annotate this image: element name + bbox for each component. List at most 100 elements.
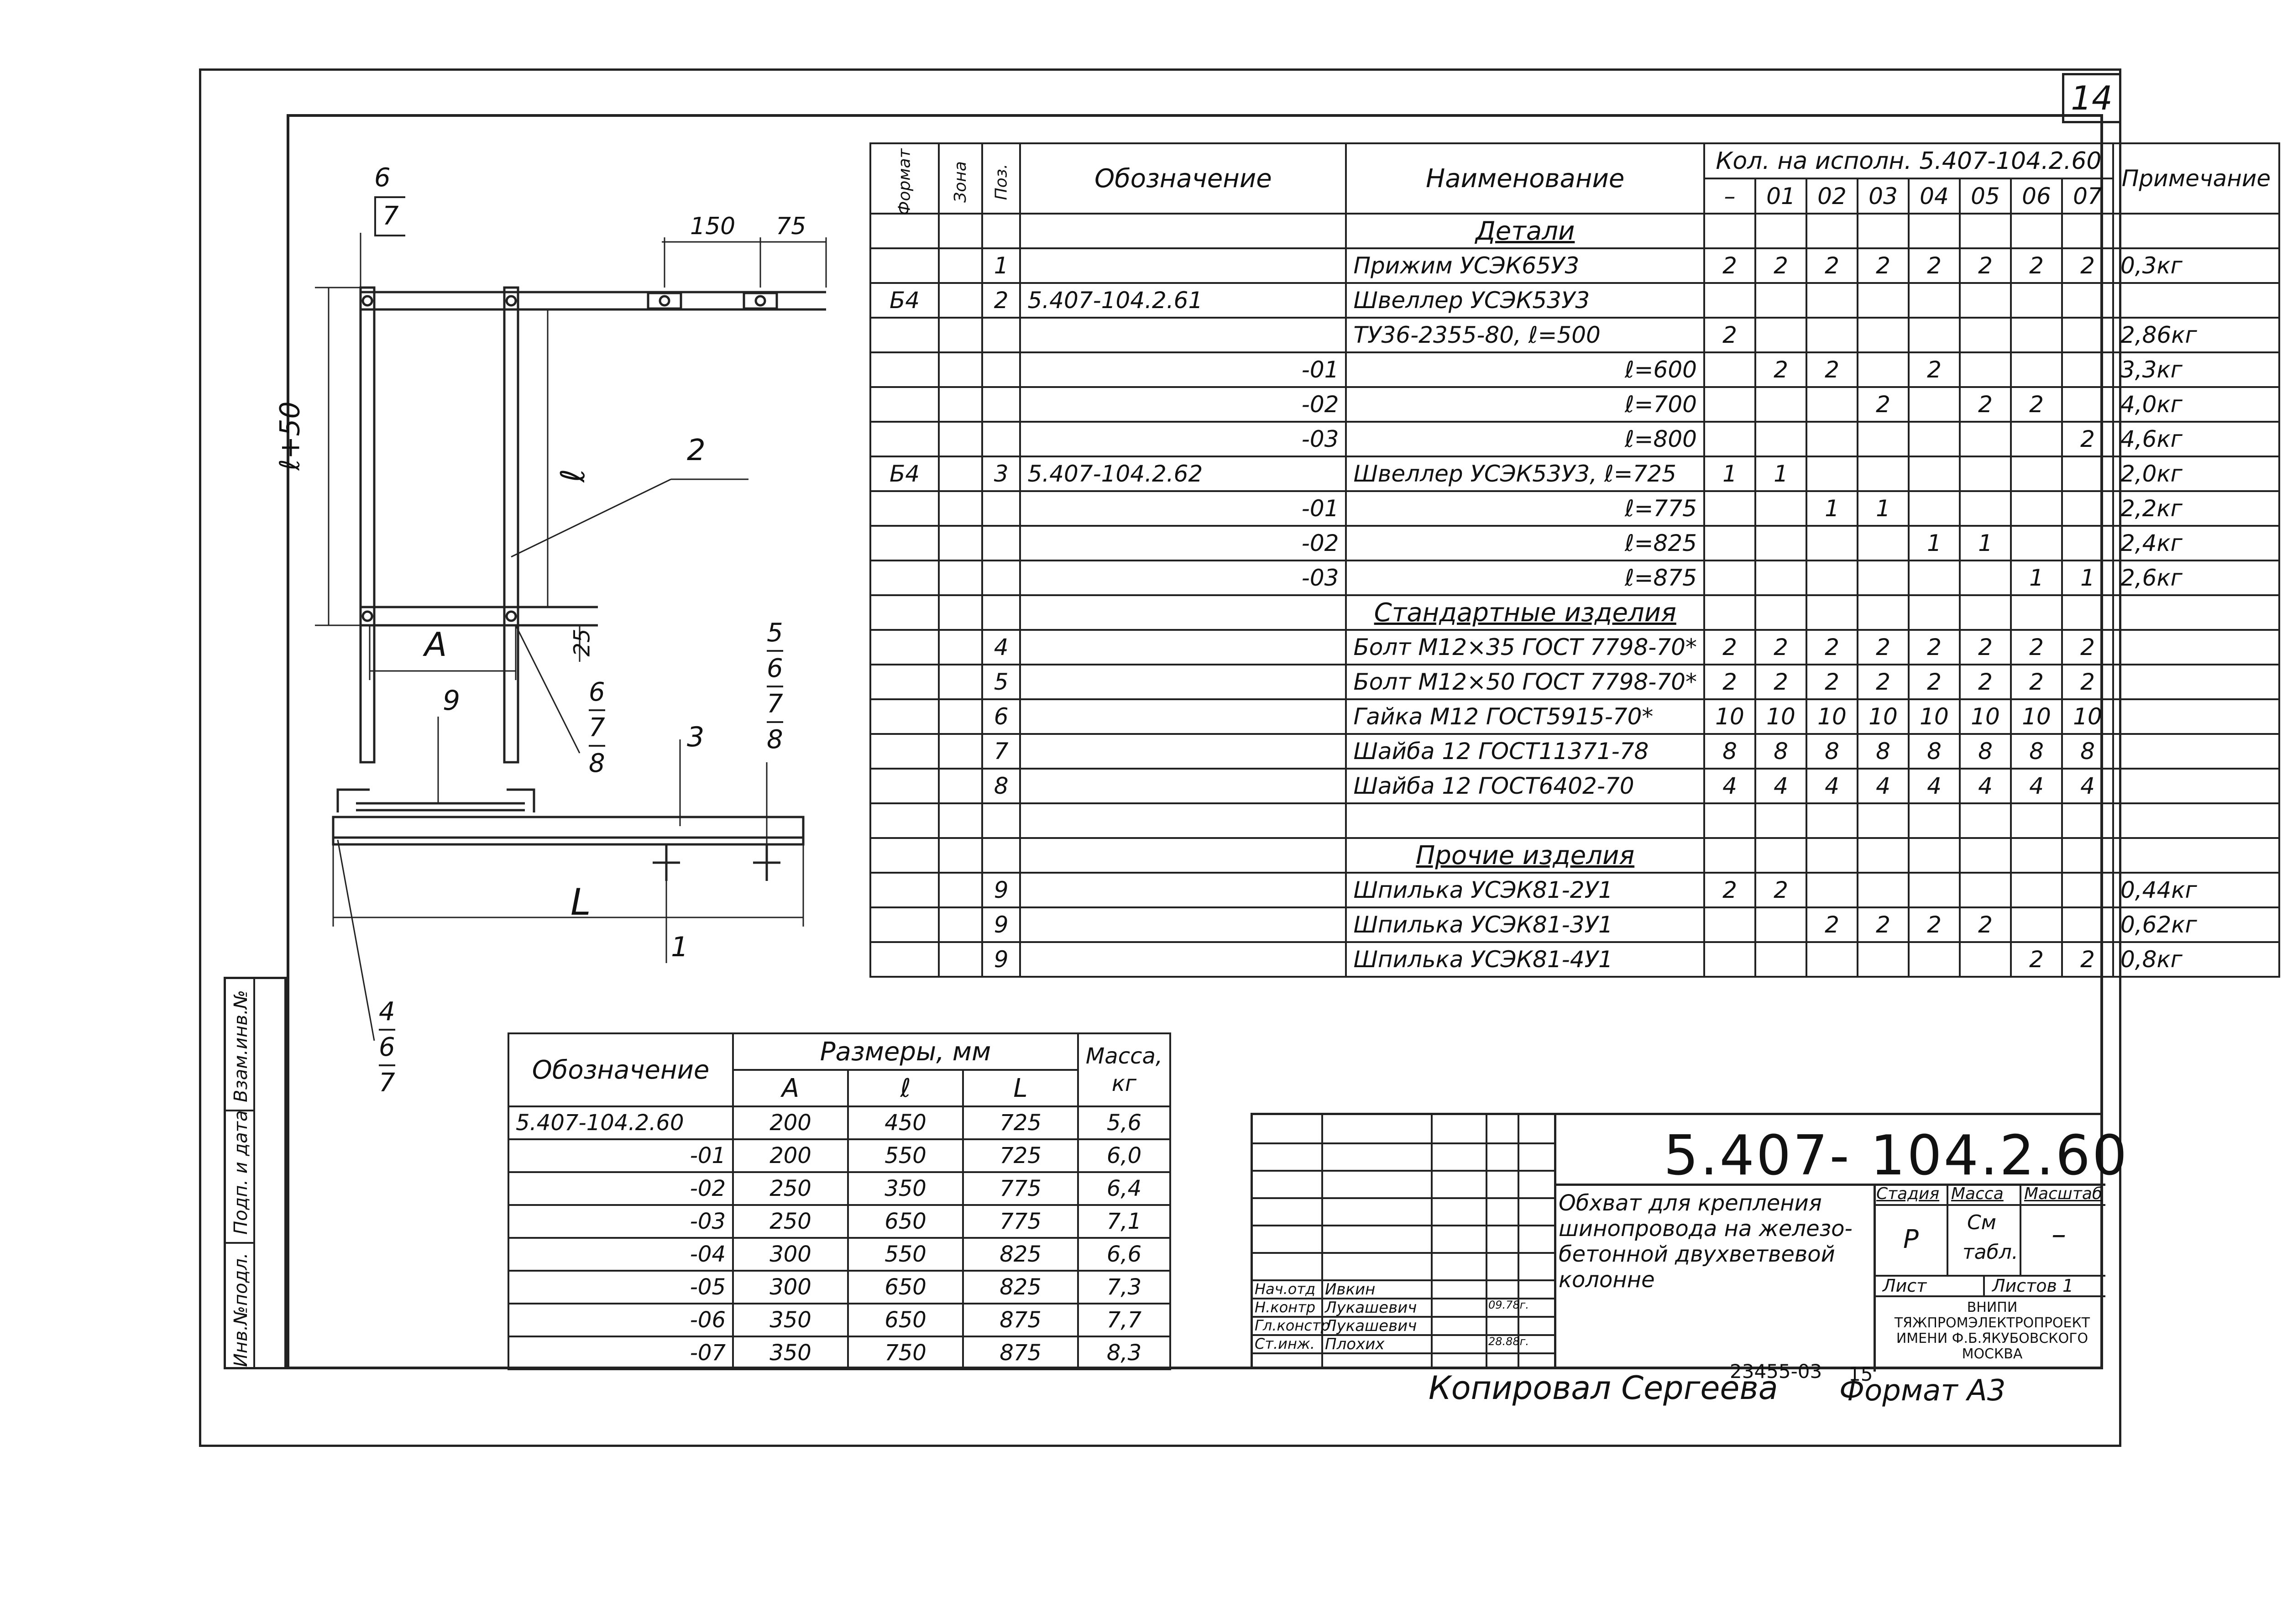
- signature-role: Нач.отд: [1255, 1280, 1316, 1298]
- qty-cell: 10: [1856, 698, 1910, 735]
- qty-cell: [1805, 282, 1858, 319]
- format-cell: [869, 525, 940, 561]
- zone-cell: [938, 698, 983, 735]
- dims-cell-l: 825: [962, 1237, 1079, 1272]
- zone-cell: [938, 906, 983, 943]
- signature-name: Плохих: [1325, 1335, 1385, 1353]
- zone-cell: [938, 872, 983, 908]
- signature-role: Ст.инж.: [1255, 1335, 1315, 1352]
- qty-cell: 4: [1958, 768, 2012, 804]
- clamp-plate-1: [647, 292, 682, 310]
- qty-cell: [1856, 941, 1910, 978]
- designation-cell: [1019, 317, 1347, 353]
- format-cell: [869, 941, 940, 978]
- qty-cell: 2: [1703, 872, 1756, 908]
- qty-cell: [2061, 386, 2114, 423]
- title-block: 5.407- 104.2.60 Обхват для крепления шин…: [1251, 1113, 2127, 1372]
- note-cell: 0,8кг: [2112, 941, 2280, 978]
- qty-cell: 2: [1754, 872, 1807, 908]
- pos-cell: 4: [981, 629, 1021, 665]
- zone-cell: [938, 560, 983, 596]
- col-pos: Поз.: [981, 142, 1021, 215]
- mass-label: Масса: [1951, 1184, 2004, 1203]
- scale-value: –: [2052, 1218, 2066, 1252]
- qty-cell: [1805, 941, 1858, 978]
- note-cell: [2112, 768, 2280, 804]
- qty-cell: [1856, 282, 1910, 319]
- qty-cell: [1958, 351, 2012, 388]
- note-cell: 2,0кг: [2112, 456, 2280, 492]
- zone-cell: [938, 421, 983, 457]
- designation-cell: -02: [1019, 525, 1347, 561]
- copied-by: Копировал Сергеева: [1429, 1369, 1778, 1407]
- qty-cell: 2: [1805, 629, 1858, 665]
- qty-cell: [1958, 872, 2012, 908]
- dims-col-mass: Масса, кг: [1077, 1032, 1171, 1107]
- qty-cell: [1856, 872, 1910, 908]
- pos-cell: 2: [981, 282, 1021, 319]
- dims-cell-l: 450: [847, 1105, 964, 1140]
- designation-cell: [1019, 872, 1347, 908]
- section-row: Детали: [869, 213, 2280, 249]
- qty-cell: 2: [1856, 906, 1910, 943]
- qty-cell: 4: [1703, 768, 1756, 804]
- dim-25: 25: [569, 629, 595, 657]
- designation-cell: -01: [1019, 351, 1347, 388]
- organization-stamp: ВНИПИ ТЯЖПРОМЭЛЕКТРОПРОЕКТ ИМЕНИ Ф.Б.ЯКУ…: [1894, 1299, 2090, 1362]
- qty-cell: 10: [2010, 698, 2063, 735]
- qty-cell: 2: [1958, 629, 2012, 665]
- pos-cell: [981, 802, 1021, 839]
- qty-cell: 8: [2061, 733, 2114, 770]
- col-variant-7: 07: [2061, 178, 2114, 215]
- note-cell: 0,44кг: [2112, 872, 2280, 908]
- qty-cell: [1856, 560, 1910, 596]
- qty-cell: [1805, 456, 1858, 492]
- zone-cell: [938, 629, 983, 665]
- zone-cell: [938, 768, 983, 804]
- name-cell: ℓ=700: [1345, 386, 1705, 423]
- dims-cell-l: 350: [847, 1171, 964, 1206]
- pos-cell: [981, 317, 1021, 353]
- pos-cell: [981, 560, 1021, 596]
- dims-cell-a: 300: [732, 1270, 849, 1304]
- qty-cell: [1907, 456, 1961, 492]
- zone-cell: [938, 525, 983, 561]
- qty-cell: 1: [1907, 525, 1961, 561]
- zone-cell: [938, 733, 983, 770]
- dims-cell-designation: -06: [508, 1303, 734, 1337]
- format-label: Формат А3: [1839, 1374, 2006, 1408]
- dims-col-designation: Обозначение: [508, 1032, 734, 1107]
- note-cell: 4,6кг: [2112, 421, 2280, 457]
- qty-cell: 2: [1856, 664, 1910, 700]
- callout-9: 9: [443, 685, 461, 717]
- qty-cell: [1805, 802, 1858, 839]
- designation-cell: -01: [1019, 490, 1347, 527]
- qty-cell: 1: [1703, 456, 1756, 492]
- dims-col-sizes: Размеры, мм: [732, 1032, 1079, 1071]
- dims-cell-designation: -02: [508, 1171, 734, 1206]
- qty-cell: 4: [1856, 768, 1910, 804]
- col-variant-0: –: [1703, 178, 1756, 215]
- zone-cell: [938, 247, 983, 284]
- format-cell: [869, 629, 940, 665]
- qty-cell: [1754, 317, 1807, 353]
- note-cell: 4,0кг: [2112, 386, 2280, 423]
- qty-cell: [2010, 872, 2063, 908]
- dims-cell-mass: 7,1: [1077, 1204, 1171, 1239]
- dims-cell-a: 250: [732, 1204, 849, 1239]
- qty-cell: [1856, 525, 1910, 561]
- qty-cell: [1754, 525, 1807, 561]
- dims-cell-l: 875: [962, 1336, 1079, 1370]
- qty-cell: [2010, 525, 2063, 561]
- dim-a: A: [424, 625, 447, 664]
